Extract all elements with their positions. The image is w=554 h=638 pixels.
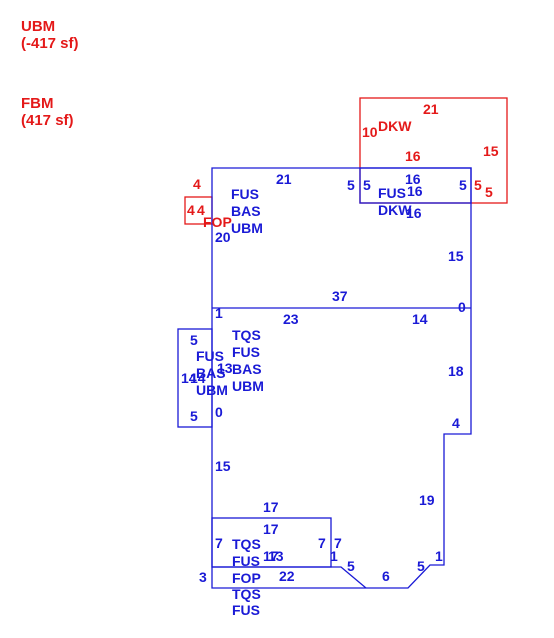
dim-label-2: 10 xyxy=(362,124,378,140)
dkw-outline xyxy=(359,167,472,204)
dim-label-43: 5 xyxy=(347,558,355,574)
dim-label-46: 22 xyxy=(279,568,295,584)
dim-label-22: 23 xyxy=(283,311,299,327)
area-label-tqs: TQS xyxy=(232,327,261,343)
dim-label-18: 15 xyxy=(448,248,464,264)
dim-label-31: 4 xyxy=(452,415,460,431)
area-label-ubm: UBM xyxy=(231,220,263,236)
area-label-bas: BAS xyxy=(231,203,261,219)
area-label-bas: BAS xyxy=(196,365,226,381)
lower-porch-outline xyxy=(212,566,367,589)
dim-label-25: 13 xyxy=(217,360,233,376)
dim-label-34: 17 xyxy=(263,499,279,515)
main-building-outline xyxy=(211,167,472,589)
legend-fbm: FBM (417 sf) xyxy=(21,95,74,129)
dim-label-11: 20 xyxy=(215,229,231,245)
dim-label-36: 7 xyxy=(215,535,223,551)
area-label-fus: FUS xyxy=(232,602,260,618)
dim-label-32: 15 xyxy=(215,458,231,474)
area-label-fus: FUS xyxy=(196,348,224,364)
legend-ubm-area: (-417 sf) xyxy=(21,35,79,52)
dim-label-13: 5 xyxy=(363,177,371,193)
dim-label-17: 5 xyxy=(459,177,467,193)
area-label-fus: FUS xyxy=(232,344,260,360)
dim-label-24: 5 xyxy=(190,332,198,348)
dim-label-4: 15 xyxy=(483,143,499,159)
area-label-fop: FOP xyxy=(203,214,232,230)
dim-label-9: 4 xyxy=(197,202,205,218)
dim-label-41: 1 xyxy=(330,548,338,564)
dim-label-23: 14 xyxy=(412,311,428,327)
dim-label-29: 0 xyxy=(215,404,223,420)
dim-label-21: 1 xyxy=(215,305,223,321)
area-label-fus: FUS xyxy=(232,553,260,569)
area-label-ubm: UBM xyxy=(232,378,264,394)
dim-label-10: 21 xyxy=(276,171,292,187)
dim-label-33: 19 xyxy=(419,492,435,508)
area-label-fus: FUS xyxy=(231,186,259,202)
legend-ubm: UBM (-417 sf) xyxy=(21,18,79,52)
dim-label-19: 37 xyxy=(332,288,348,304)
dim-label-30: 5 xyxy=(190,408,198,424)
area-label-ubm: UBM xyxy=(196,382,228,398)
dim-label-14: 16 xyxy=(405,171,421,187)
dim-label-38: 7 xyxy=(334,535,342,551)
dim-label-28: 18 xyxy=(448,363,464,379)
dim-label-1: 21 xyxy=(423,101,439,117)
legend-fbm-area: (417 sf) xyxy=(21,112,74,129)
dim-label-45: 3 xyxy=(199,569,207,585)
dim-label-35: 17 xyxy=(263,521,279,537)
area-label-fop: FOP xyxy=(232,570,261,586)
dim-label-15: 16 xyxy=(407,183,423,199)
legend-fbm-code: FBM xyxy=(21,95,54,112)
dim-label-37: 7 xyxy=(318,535,326,551)
area-label-tqs: TQS xyxy=(232,536,261,552)
dim-label-12: 5 xyxy=(347,177,355,193)
dim-label-8: 4 xyxy=(187,202,195,218)
dim-label-6: 5 xyxy=(485,184,493,200)
dim-label-3: 16 xyxy=(405,148,421,164)
dim-label-26: 14 xyxy=(181,370,197,386)
dim-label-44: 5 xyxy=(417,558,425,574)
dim-label-27: 14 xyxy=(190,370,206,386)
area-label-tqs: TQS xyxy=(232,586,261,602)
dim-label-20: 0 xyxy=(458,299,466,315)
dim-label-47: 6 xyxy=(382,568,390,584)
dim-label-5: 5 xyxy=(474,177,482,193)
area-label-dkw: DKW xyxy=(378,202,412,218)
dim-label-7: 4 xyxy=(193,176,201,192)
area-label-bas: BAS xyxy=(232,361,262,377)
area-label-dkw: DKW xyxy=(378,118,412,134)
dim-label-42: 1 xyxy=(435,548,443,564)
dim-label-39: 17 xyxy=(263,548,279,564)
left-bay-outline xyxy=(177,328,213,428)
dim-label-16: 16 xyxy=(406,205,422,221)
dim-label-40: 13 xyxy=(268,548,284,564)
legend-ubm-code: UBM xyxy=(21,18,56,35)
area-label-fus: FUS xyxy=(378,185,406,201)
